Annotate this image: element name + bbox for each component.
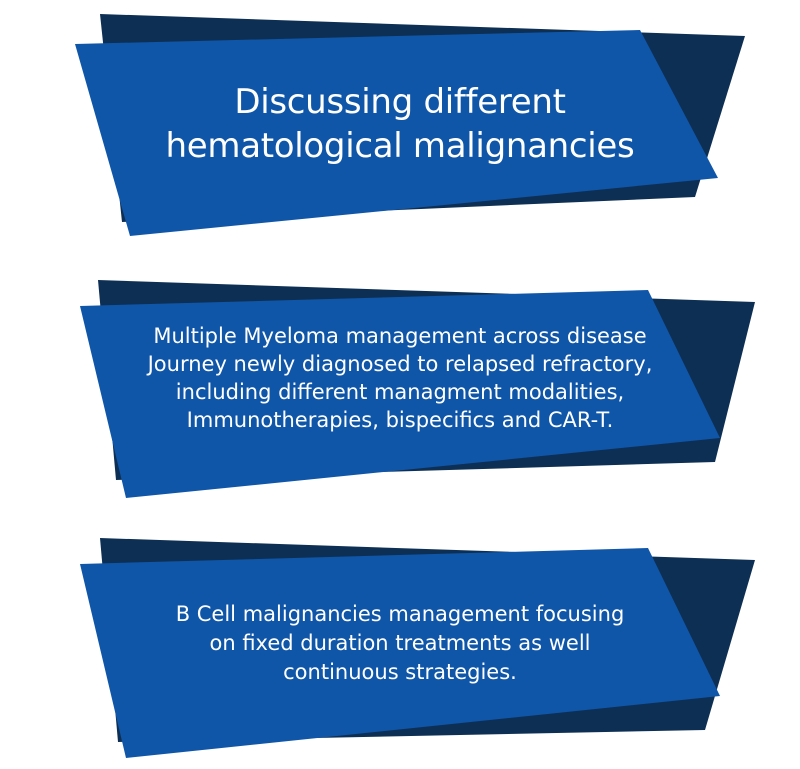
b-cell-banner-shape [80, 538, 755, 758]
myeloma-banner-text: Multiple Myeloma management across disea… [0, 322, 800, 434]
b-cell-banner: B Cell malignancies management focusing … [0, 530, 800, 769]
myeloma-line: Immunotherapies, bispecifics and CAR-T. [186, 408, 614, 432]
myeloma-banner-face [80, 290, 720, 498]
myeloma-banner-shape [80, 280, 755, 498]
myeloma-line: including different managment modalities… [175, 380, 625, 404]
title-banner-face [75, 30, 718, 236]
b-cell-line: on fixed duration treatments as well [209, 631, 591, 655]
title-banner: Discussing different hematological malig… [0, 0, 800, 245]
b-cell-banner-text: B Cell malignancies management focusing … [0, 600, 800, 687]
title-line: hematological malignancies [165, 126, 635, 166]
b-cell-line: B Cell malignancies management focusing [175, 602, 625, 626]
myeloma-line: Journey newly diagnosed to relapsed refr… [147, 352, 653, 376]
title-line: Discussing different [234, 82, 566, 122]
b-cell-banner-face [80, 548, 720, 758]
b-cell-line: continuous strategies. [283, 660, 517, 684]
myeloma-banner: Multiple Myeloma management across disea… [0, 270, 800, 510]
title-banner-text: Discussing different hematological malig… [0, 80, 800, 168]
myeloma-line: Multiple Myeloma management across disea… [153, 324, 647, 348]
title-banner-shape [75, 14, 745, 236]
